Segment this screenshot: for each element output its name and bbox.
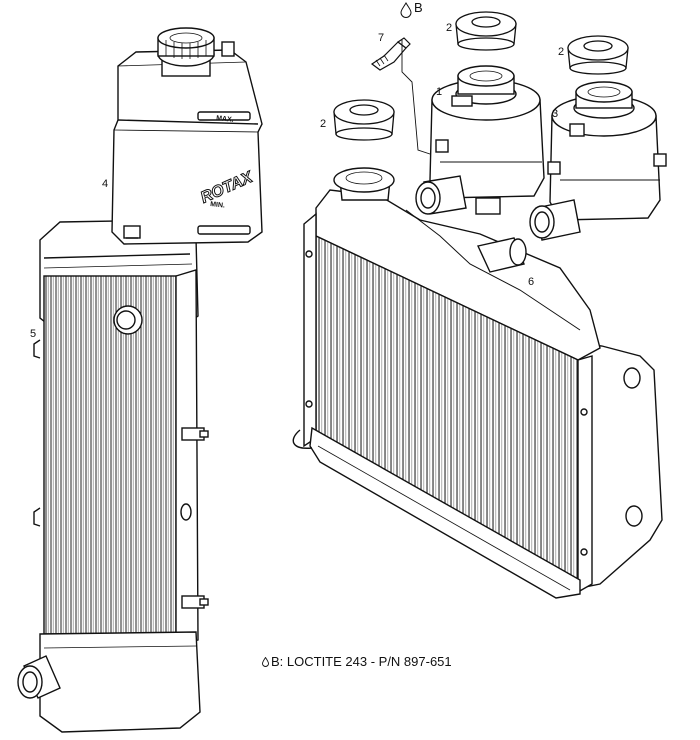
bleed-screw: [370, 37, 411, 71]
droplet-icon: [400, 2, 412, 18]
droplet-icon: [262, 657, 269, 667]
thermostat-housing-3: [529, 81, 667, 241]
callout-3: 3: [552, 108, 559, 120]
callout-2-top: 2: [446, 22, 453, 34]
radiator-cap-right: [567, 35, 629, 75]
expansion-tank: [111, 27, 263, 245]
radiator-cap-left: [333, 99, 395, 141]
right-radiator: [292, 167, 663, 599]
callout-6: 6: [528, 276, 535, 288]
thermostat-housing-1: [415, 65, 545, 215]
callout-1: 1: [436, 86, 443, 98]
loctite-note: B: LOCTITE 243 - P/N 897-651: [262, 654, 452, 669]
tank-max-label: MAX.: [216, 115, 234, 124]
callout-2-right: 2: [558, 46, 565, 58]
callout-2-left: 2: [320, 118, 327, 130]
loctite-note-text: B: LOCTITE 243 - P/N 897-651: [271, 654, 452, 669]
radiator-cap-top: [455, 11, 517, 51]
callout-b: B: [414, 0, 423, 15]
left-radiator: [17, 219, 209, 733]
callout-5: 5: [30, 328, 37, 340]
callout-7: 7: [378, 32, 385, 44]
tank-min-label: MIN.: [210, 201, 225, 210]
callout-4: 4: [102, 178, 109, 190]
leader-line-7: [401, 40, 437, 157]
